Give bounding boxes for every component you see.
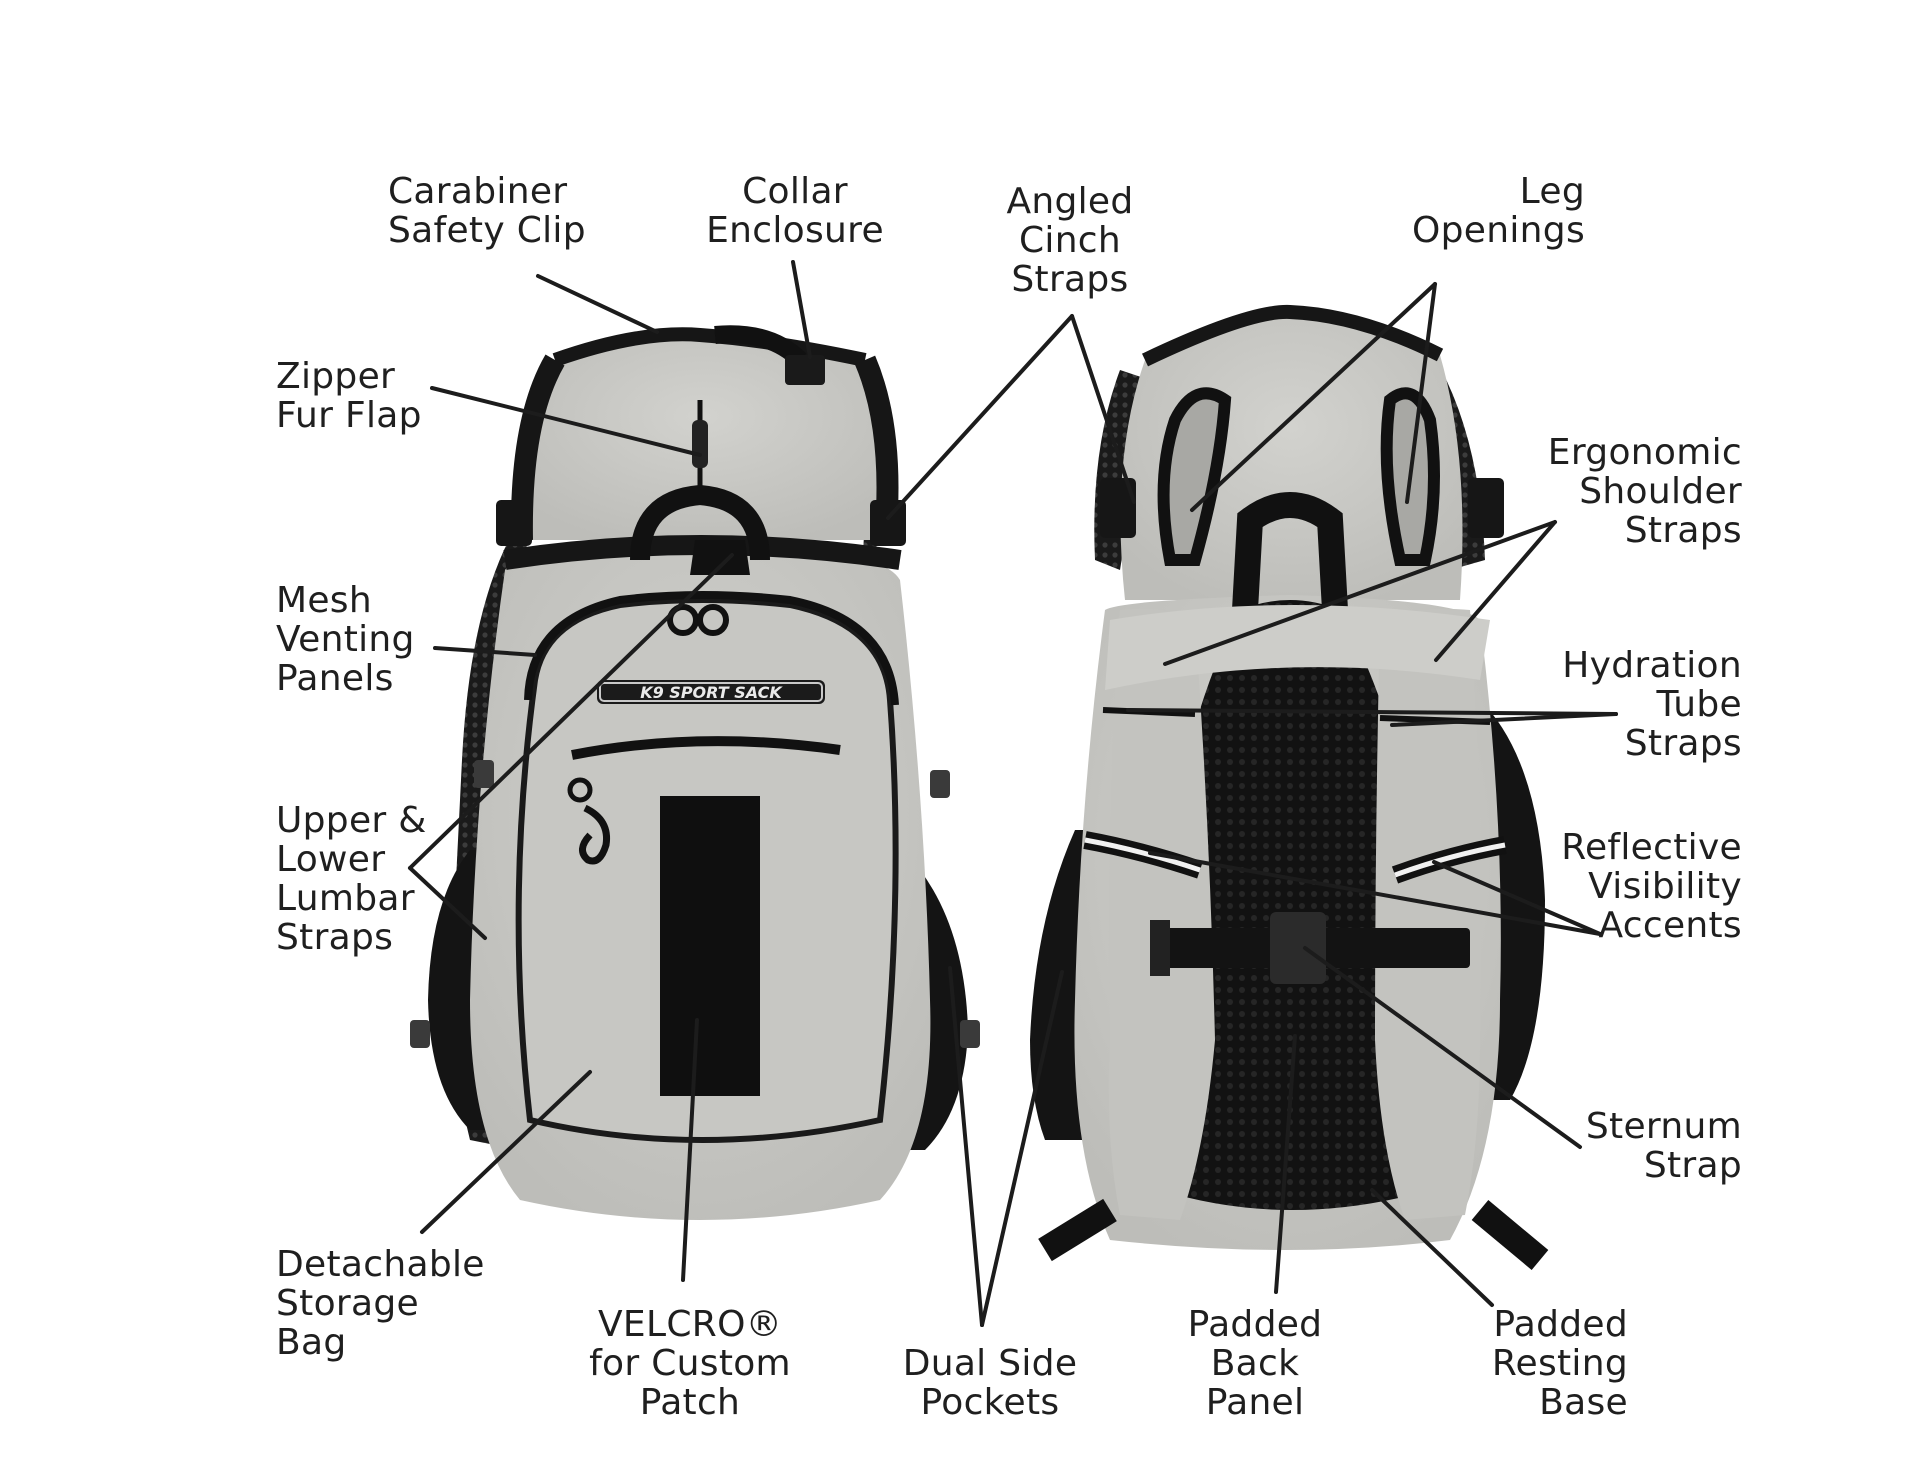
back-cinch-buckle-right <box>1468 478 1504 538</box>
leader-ergonomic-1 <box>1163 520 1557 666</box>
leader-leg-1 <box>1190 282 1437 512</box>
brand-logo-badge <box>597 680 825 704</box>
back-shoulder-fold <box>1105 605 1490 690</box>
leg-opening-left <box>1157 387 1232 566</box>
leader-dualside-2 <box>980 970 1064 1327</box>
label-collar-enclosure: Collar Enclosure <box>706 171 884 251</box>
front-small-zip-pocket <box>571 736 841 760</box>
front-cinch-buckle-right <box>870 500 906 546</box>
label-padded-back-panel: Padded Back Panel <box>1187 1304 1323 1423</box>
leader-padbase <box>1370 1188 1494 1307</box>
leader-zipper <box>430 386 702 457</box>
leader-angled-2 <box>1070 314 1136 504</box>
back-cinch-buckle-left <box>1100 478 1136 538</box>
leader-ergonomic-2 <box>1434 520 1557 662</box>
label-zipper-fur-flap: Zipper Fur Flap <box>276 356 422 436</box>
shoulder-strap-right <box>1375 608 1482 1220</box>
leader-sternum <box>1303 946 1582 1149</box>
front-d-ring-right <box>697 604 729 636</box>
reflective-accent-left-strip <box>1084 837 1201 873</box>
label-ergonomic-shoulder-straps: Ergonomic Shoulder Straps <box>1547 432 1742 551</box>
label-dual-side-pockets: Dual Side Pockets <box>902 1343 1078 1423</box>
label-padded-resting-base: Padded Resting Base <box>1491 1304 1628 1423</box>
back-hood-edge <box>1141 304 1444 367</box>
velcro-patch <box>660 796 760 1096</box>
front-backpack: K9 SPORT SACK <box>410 325 980 1220</box>
label-carabiner-safety-clip: Carabiner Safety Clip <box>388 171 586 251</box>
front-pocket-zipper <box>524 591 899 706</box>
leader-lumbar-1 <box>408 553 734 870</box>
front-side-clip-left-low <box>410 1020 430 1048</box>
leader-leg-2 <box>1405 282 1437 504</box>
leader-detachable <box>420 1070 592 1234</box>
leader-velcro <box>681 1018 699 1282</box>
back-backpack <box>1030 304 1549 1270</box>
front-side-clip-right <box>930 770 950 798</box>
label-detachable-storage-bag: Detachable Storage Bag <box>276 1244 485 1363</box>
front-side-clip-left <box>474 760 494 788</box>
padded-back-panel <box>1151 600 1436 1210</box>
leader-reflective-2 <box>1432 860 1602 936</box>
leader-mesh <box>433 646 537 657</box>
label-velcro-custom-patch: VELCRO® for Custom Patch <box>589 1304 791 1423</box>
reflective-accent-right-strip <box>1394 842 1506 878</box>
collar-buckle <box>785 355 825 385</box>
label-reflective-visibility-accents: Reflective Visibility Accents <box>1561 827 1742 946</box>
leader-padback <box>1274 1034 1297 1294</box>
label-upper-lower-lumbar-straps: Upper & Lower Lumbar Straps <box>276 800 427 958</box>
back-bottom-strap-left <box>1038 1198 1117 1262</box>
shoulder-strap-left <box>1108 608 1215 1220</box>
label-mesh-venting-panels: Mesh Venting Panels <box>276 580 415 699</box>
leader-lines <box>408 260 1618 1327</box>
carabiner-clip-body <box>692 420 708 468</box>
front-cinch-buckle-left <box>496 500 532 546</box>
leader-lumbar-2 <box>408 866 487 940</box>
label-leg-openings: Leg Openings <box>1412 171 1585 251</box>
back-bottom-strap-right <box>1471 1200 1549 1270</box>
front-d-ring-left <box>667 604 699 636</box>
collar-strap <box>714 325 807 367</box>
front-side-clip-right-low <box>960 1020 980 1048</box>
front-zipper-ring <box>567 777 593 803</box>
label-angled-cinch-straps: Angled Cinch Straps <box>1006 181 1134 300</box>
front-center-buckle <box>690 540 750 575</box>
leader-dualside-1 <box>948 966 984 1327</box>
sternum-buckle <box>1270 912 1326 984</box>
label-sternum-strap: Sternum Strap <box>1585 1106 1742 1186</box>
leader-collar <box>791 260 812 359</box>
front-zipper-hook <box>579 804 611 865</box>
leader-hydration-2 <box>1390 712 1618 727</box>
leader-angled-1 <box>886 314 1074 520</box>
leader-carabiner <box>536 274 659 334</box>
front-top-handle <box>630 484 770 561</box>
label-hydration-tube-straps: Hydration Tube Straps <box>1562 645 1742 764</box>
leader-hydration-1 <box>1126 708 1618 716</box>
brand-logo-text: K9 SPORT SACK <box>640 683 783 702</box>
back-top-handle <box>1232 492 1348 611</box>
leader-reflective-1 <box>1148 851 1602 936</box>
